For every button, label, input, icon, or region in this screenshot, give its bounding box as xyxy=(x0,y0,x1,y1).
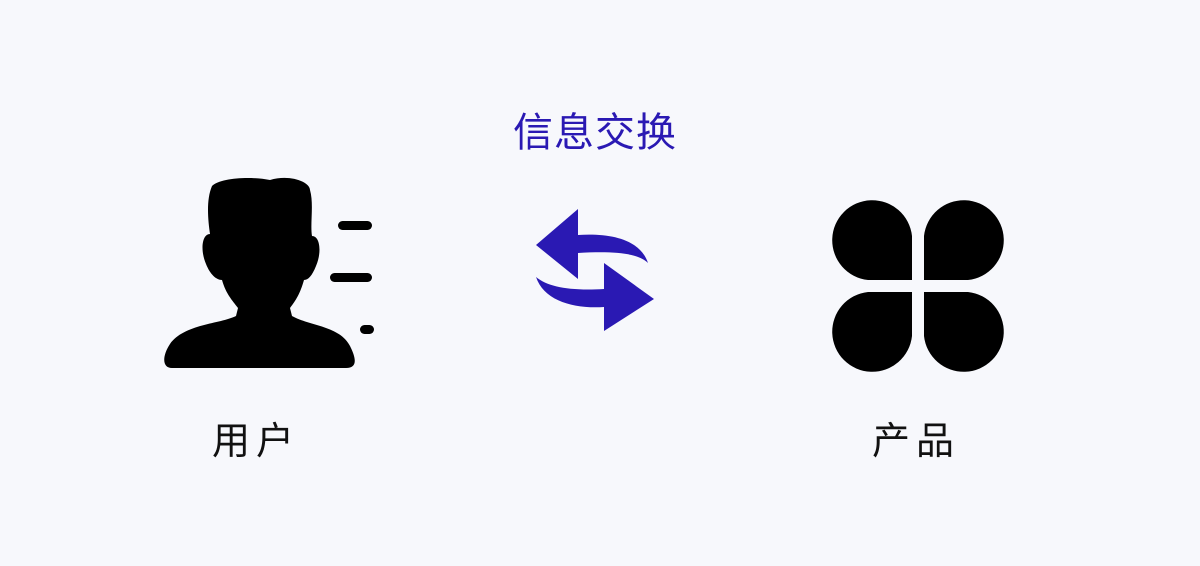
speed-line-3 xyxy=(360,325,374,334)
swap-arrows-icon xyxy=(536,209,654,331)
four-leaf-product-icon xyxy=(832,200,1004,372)
speed-line-2 xyxy=(330,273,372,282)
speed-line-1 xyxy=(338,221,372,230)
user-icon xyxy=(164,177,374,368)
user-label: 用户 xyxy=(212,419,301,463)
diagram-title: 信息交换 xyxy=(513,110,677,156)
product-label: 产品 xyxy=(872,419,961,463)
